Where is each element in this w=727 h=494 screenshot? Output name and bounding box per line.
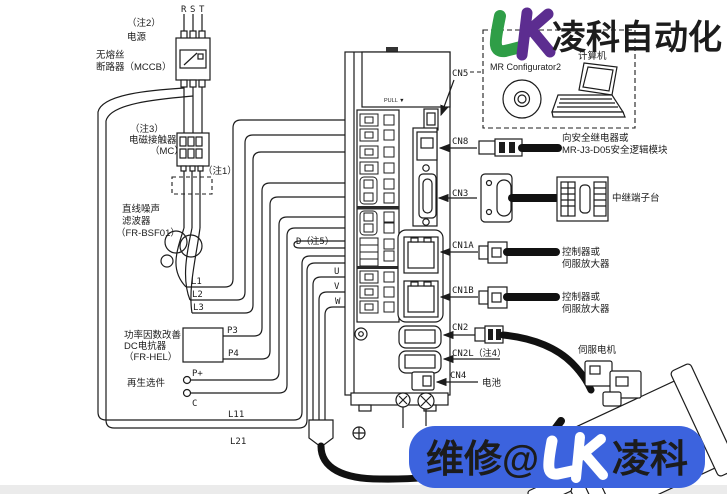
- bottom-strip: [0, 485, 727, 494]
- p-plus-label: P+: [192, 369, 203, 379]
- wire-bundle: [97, 87, 566, 483]
- reactor-label-2: DC电抗器: [124, 340, 167, 352]
- cn1a-external: 控制器或 伺服放大器: [478, 241, 610, 270]
- mccb-label-2: 断路器（MCCB）: [96, 61, 171, 73]
- cn2l-label: CN2L（注4）: [452, 347, 506, 359]
- relay-terminal-block: [556, 176, 609, 222]
- mc-label-1: 电磁接触器: [129, 134, 177, 146]
- phase-s-label: S: [190, 5, 195, 15]
- w-label: W: [335, 297, 341, 307]
- cn1b-target-1: 控制器或: [562, 291, 601, 303]
- logo-text: 凌科自动化: [552, 19, 722, 57]
- motor-connector-blocks: [584, 360, 642, 407]
- cn1a-target-2: 伺服放大器: [562, 258, 610, 270]
- cn1b-external: 控制器或 伺服放大器: [478, 286, 610, 315]
- ground-symbol: [352, 426, 366, 440]
- c-label: C: [192, 399, 197, 409]
- motor-flange: [670, 363, 727, 477]
- banner-background: [409, 426, 705, 488]
- lk-logo-mark: [489, 7, 556, 61]
- amplifier-bottom: [350, 392, 449, 440]
- motor-label: 伺服电机: [578, 344, 617, 356]
- reactor-label-1: 功率因数改善: [124, 329, 182, 341]
- l1-label: L1: [191, 277, 202, 287]
- laptop-icon: [551, 62, 626, 118]
- pull-label: PULL ▼: [384, 98, 405, 104]
- power-label: 电源: [127, 31, 147, 43]
- filter-label-3: （FR-BSF01）: [116, 227, 180, 239]
- regen-label: 再生选件: [127, 377, 166, 389]
- phase-t-label: T: [199, 5, 205, 15]
- reactor-group: 功率因数改善 DC电抗器 （FR-HEL） P3 P4: [124, 326, 239, 363]
- cn5-label: CN5: [452, 69, 468, 79]
- reactor-label-3: （FR-HEL）: [124, 351, 177, 363]
- mccb-group: R S T （注2） 电源 无熔丝 断路器（MCCB）: [96, 5, 211, 133]
- l3-label: L3: [193, 303, 204, 313]
- computer-label: 计算机: [578, 50, 607, 62]
- filter-label-1: 直线噪声: [122, 203, 160, 215]
- cn1a-label: CN1A: [452, 241, 474, 251]
- p4-label: P4: [228, 349, 239, 359]
- pc-group: MR Configurator2 计算机: [482, 29, 636, 129]
- cn8-target-1: 向安全继电器或: [562, 132, 629, 144]
- p-plus-terminal: [182, 375, 192, 385]
- note1-label: （注1）: [203, 165, 237, 177]
- cn8-label: CN8: [452, 137, 468, 147]
- software-label: MR Configurator2: [490, 62, 561, 72]
- cn3-label: CN3: [452, 189, 468, 199]
- l21-label: L21: [230, 437, 246, 447]
- v-label: V: [334, 282, 340, 292]
- regen-group: 再生选件 P+ C L11 L21 D（注5） U V W: [127, 235, 341, 447]
- top-cover: [361, 51, 451, 108]
- cn1a-target-1: 控制器或: [562, 246, 601, 258]
- cn1b-target-2: 伺服放大器: [562, 303, 610, 315]
- cn-labels: CN5 CN8 CN3 CN1A CN1B CN2 CN2L（注4） CN4 电…: [435, 69, 506, 389]
- cd-icon: [502, 79, 542, 119]
- cn4-label: CN4: [450, 371, 466, 381]
- l11-label: L11: [228, 410, 244, 420]
- note1-dashed-box: [171, 176, 213, 195]
- breaker-switch-symbol: [183, 52, 198, 66]
- filter-label-2: 滤波器: [122, 215, 151, 227]
- cn3-target: 中继端子台: [612, 192, 660, 204]
- reactor-body: [182, 327, 224, 363]
- phase-r-label: R: [181, 5, 187, 15]
- terminal-strip: [354, 109, 400, 341]
- cn8-target-2: MR-J3-D05安全逻辑模块: [562, 144, 668, 156]
- cn8-external: 向安全继电器或 MR-J3-D05安全逻辑模块: [478, 132, 668, 157]
- mc-label-2: （MC）: [150, 145, 184, 157]
- c-terminal: [182, 388, 192, 398]
- battery-label: 电池: [482, 377, 502, 389]
- top-tab: [386, 47, 398, 52]
- watermark-lk-mark: [543, 432, 608, 483]
- u-label: U: [334, 267, 339, 277]
- cn2-label: CN2: [452, 323, 468, 333]
- watermark-prefix: 维修@: [426, 439, 539, 481]
- mc-group: （注3） 电磁接触器 （MC） （注1）: [129, 123, 237, 228]
- company-logo: 凌科自动化: [489, 7, 722, 61]
- mccb-label-1: 无熔丝: [96, 49, 125, 61]
- watermark-banner: 维修@ 凌科: [409, 426, 705, 488]
- servo-amplifier: PULL ▼: [344, 47, 451, 440]
- note3-label: （注3）: [130, 123, 164, 135]
- note2-label: （注2）: [127, 17, 161, 29]
- connector-column: [397, 108, 444, 391]
- cn3-external: 中继端子台: [480, 173, 660, 223]
- cable-gland: [308, 419, 334, 448]
- filter-coil: [164, 230, 188, 254]
- ground-lug: [354, 327, 368, 341]
- cn1b-label: CN1B: [452, 286, 474, 296]
- pc-dashed-box: [482, 29, 636, 129]
- watermark-suffix: 凌科: [612, 439, 688, 481]
- noise-filter-group: 直线噪声 滤波器 （FR-BSF01） L1 L2 L3: [116, 203, 204, 314]
- l2-label: L2: [192, 290, 203, 300]
- d-note5-label: D（注5）: [296, 235, 334, 247]
- p3-label: P3: [227, 326, 238, 336]
